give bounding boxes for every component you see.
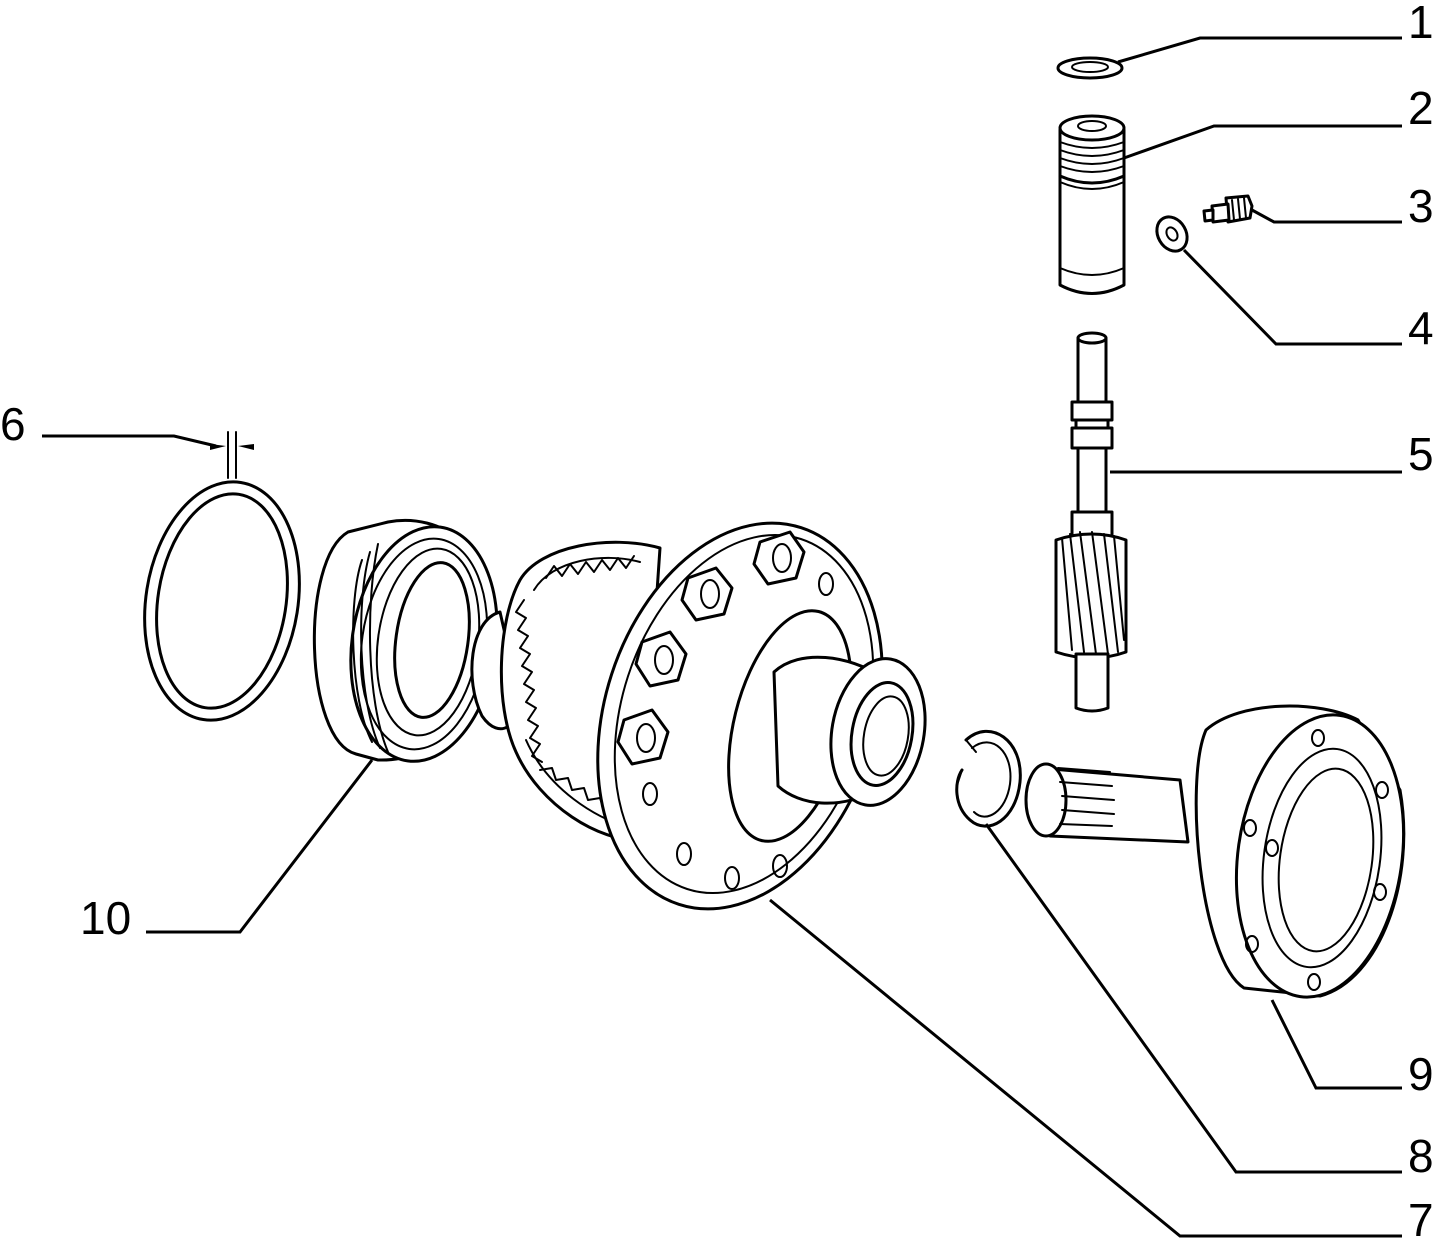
part-6-shim-ring [143, 431, 301, 722]
callout-4: 4 [1408, 302, 1434, 354]
part-9-flange-shaft [1024, 704, 1406, 999]
callout-1: 1 [1408, 0, 1434, 48]
part-1-washer [1056, 56, 1124, 80]
callout-2: 2 [1408, 82, 1434, 134]
callout-3: 3 [1408, 180, 1434, 232]
callout-10: 10 [80, 892, 131, 944]
part-4-washer [1155, 215, 1189, 253]
part-5-pinion-shaft [1054, 331, 1128, 713]
part-8-snap-ring [955, 729, 1022, 828]
part-10-bearing [312, 518, 499, 763]
callout-5: 5 [1408, 428, 1434, 480]
callout-6: 6 [0, 398, 26, 450]
callout-7: 7 [1408, 1194, 1434, 1240]
part-3-screw [1202, 194, 1254, 224]
leader-lines [42, 36, 1402, 1238]
callout-9: 9 [1408, 1048, 1434, 1100]
callout-8: 8 [1408, 1130, 1434, 1182]
part-2-bushing [1058, 114, 1126, 295]
bolt-heads [616, 530, 806, 766]
part-7-differential-housing [470, 521, 927, 911]
